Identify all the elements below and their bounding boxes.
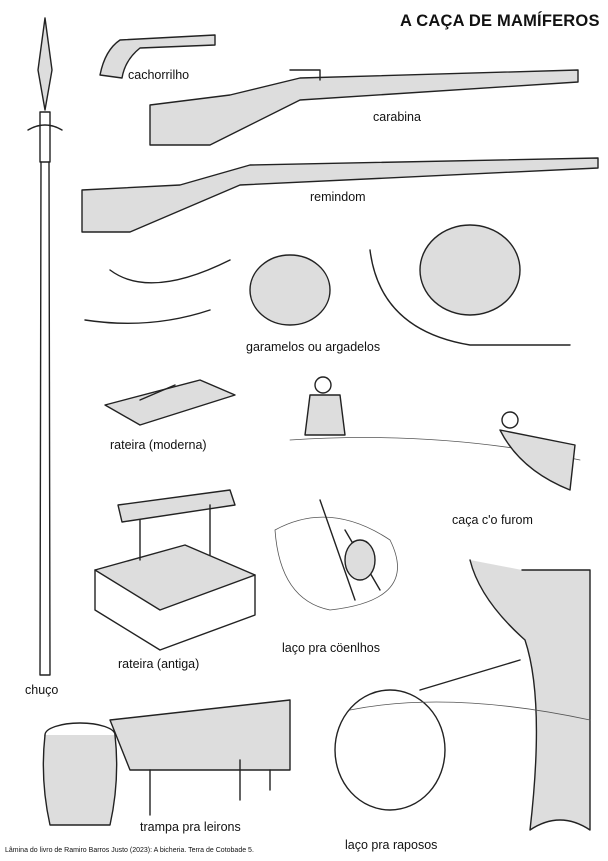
label-modern-rat-trap: rateira (moderna): [110, 438, 207, 452]
page-title: A CAÇA DE MAMÍFEROS: [400, 12, 600, 30]
dormouse-trap-illustration: [42, 699, 291, 826]
label-traps: garamelos ou argadelos: [246, 340, 381, 354]
fox-snare-illustration: [334, 559, 591, 831]
label-rabbit-snare: laço pra cöenlhos: [282, 641, 380, 655]
label-carbine: carabina: [373, 110, 421, 124]
modern-rat-trap-illustration: [104, 379, 236, 426]
pistol-illustration: [99, 34, 216, 79]
old-rat-trap-illustration: [94, 489, 256, 651]
label-old-rat-trap: rateira (antiga): [118, 657, 200, 671]
ferret-hunt-illustration: [289, 376, 581, 491]
credit-line: Lâmina do livro de Ramiro Barros Justo (…: [5, 847, 254, 854]
label-rifle: remindom: [310, 190, 366, 204]
jaw-traps-illustration: [84, 224, 571, 346]
rabbit-snare-illustration: [274, 499, 398, 611]
label-pike: chuço: [25, 683, 59, 697]
rifle-illustration: [81, 157, 599, 233]
label-ferret-hunt: caça c'o furom: [452, 513, 533, 527]
label-pistol: cachorrilho: [128, 68, 190, 82]
label-dormouse-trap: trampa pra leirons: [140, 820, 241, 834]
label-fox-snare: laço pra raposos: [345, 838, 438, 852]
pike-illustration: [27, 17, 63, 676]
carbine-illustration: [149, 69, 579, 146]
